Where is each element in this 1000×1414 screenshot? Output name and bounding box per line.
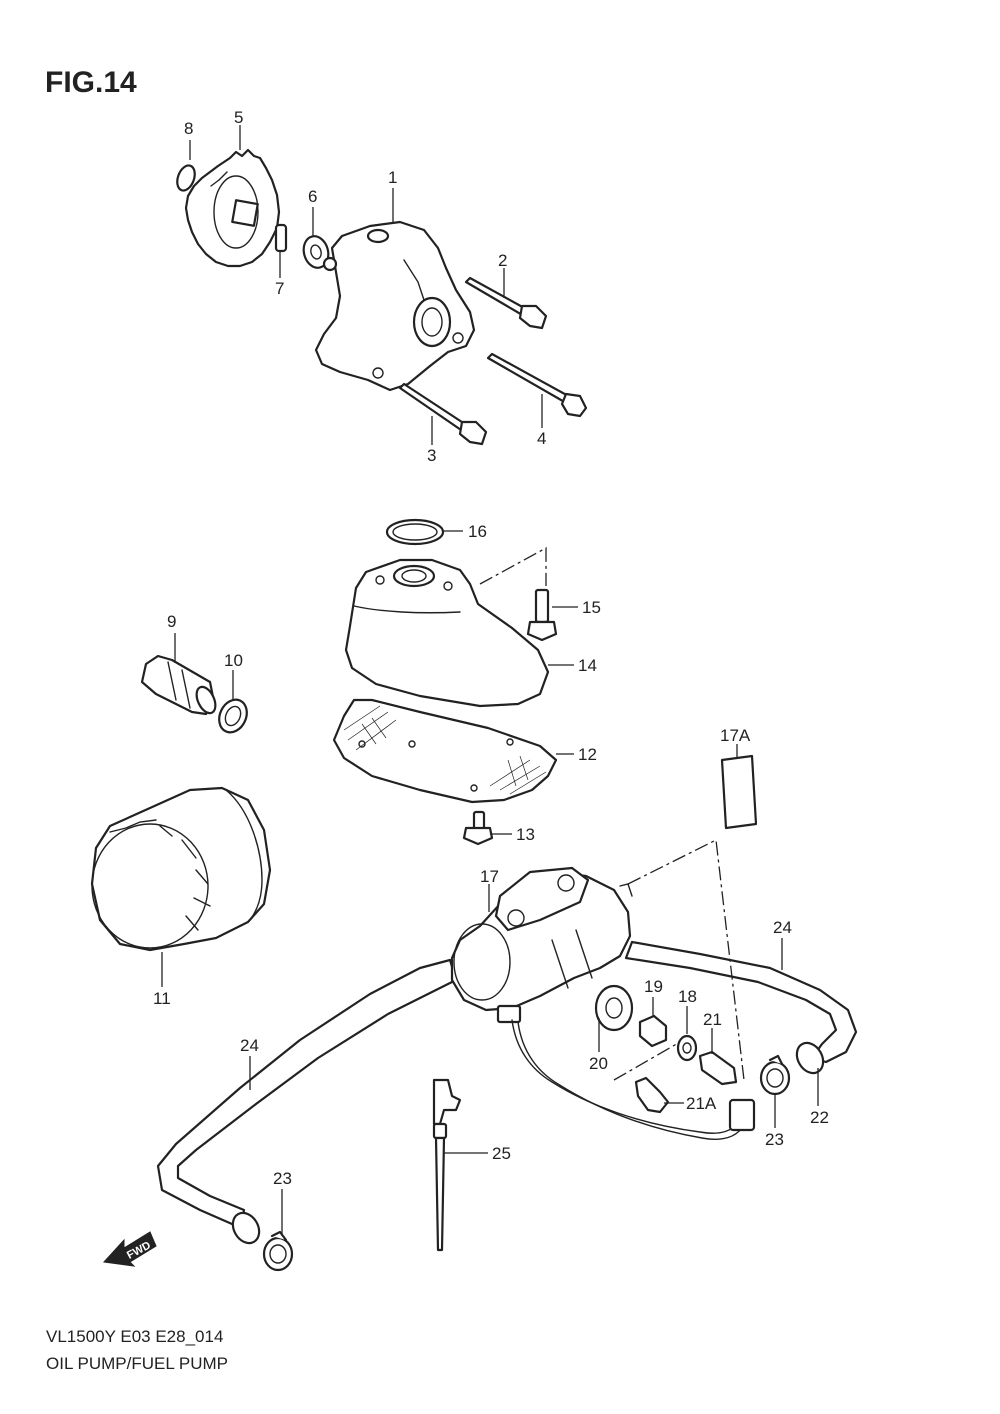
callout-23-left: 23 <box>273 1169 292 1188</box>
part-5-gear <box>184 148 281 268</box>
part-16-o-ring <box>385 518 445 546</box>
part-20-cushion <box>594 984 634 1032</box>
callout-12: 12 <box>578 745 597 764</box>
part-7-pin <box>274 223 288 253</box>
fwd-arrow-icon: FWD <box>102 1231 157 1267</box>
callout-24-right: 24 <box>773 918 792 937</box>
part-6-washer <box>302 235 330 269</box>
figure-caption: OIL PUMP/FUEL PUMP <box>46 1354 228 1373</box>
part-17a-pad <box>720 754 758 830</box>
part-21a-bolt <box>634 1076 670 1114</box>
part-23-clamp-left <box>262 1230 294 1272</box>
callout-7: 7 <box>275 279 284 298</box>
callout-16: 16 <box>468 522 487 541</box>
alignment-line-15 <box>479 546 547 586</box>
part-21-bolt <box>698 1050 738 1086</box>
model-code: VL1500Y E03 E28_014 <box>46 1327 223 1346</box>
part-12-oil-strainer <box>332 698 558 804</box>
callout-14: 14 <box>578 656 597 675</box>
alignment-line-17a <box>627 839 745 1081</box>
part-13-bolt <box>462 810 494 846</box>
part-8-circlip <box>176 164 196 192</box>
callout-23-right: 23 <box>765 1130 784 1149</box>
part-24-fuel-hose-left <box>156 958 458 1245</box>
callout-13: 13 <box>516 825 535 844</box>
part-18-washer <box>676 1034 698 1062</box>
callout-20: 20 <box>589 1054 608 1073</box>
callout-1: 1 <box>388 168 397 187</box>
callout-3: 3 <box>427 446 436 465</box>
figure-title: FIG.14 <box>45 66 137 99</box>
part-24-fuel-hose-right <box>624 940 858 1075</box>
callout-4: 4 <box>537 429 546 448</box>
callout-21a: 21A <box>686 1094 717 1113</box>
fwd-label: FWD <box>125 1239 153 1261</box>
callout-24-left: 24 <box>240 1036 259 1055</box>
part-17-fuel-pump <box>450 866 633 1024</box>
part-4-bolt <box>486 352 588 418</box>
callout-19: 19 <box>644 977 663 996</box>
callout-25: 25 <box>492 1144 511 1163</box>
callout-21: 21 <box>703 1010 722 1029</box>
callout-18: 18 <box>678 987 697 1006</box>
callout-8: 8 <box>184 119 193 138</box>
callout-15: 15 <box>582 598 601 617</box>
callout-17: 17 <box>480 867 499 886</box>
part-3-bolt <box>398 382 488 446</box>
callout-5: 5 <box>234 108 243 127</box>
part-19-collar <box>638 1014 668 1048</box>
callout-6: 6 <box>308 187 317 206</box>
part-2-bolt <box>464 276 548 330</box>
callout-17a: 17A <box>720 726 751 745</box>
part-23-clamp-right <box>759 1054 791 1096</box>
callout-10: 10 <box>224 651 243 670</box>
callout-9: 9 <box>167 612 176 631</box>
part-14-strainer-cover <box>344 558 550 708</box>
callout-2: 2 <box>498 251 507 270</box>
part-9-oil-pressure-switch <box>140 654 217 716</box>
callout-11: 11 <box>153 989 171 1008</box>
alignment-line-21a <box>613 1041 681 1081</box>
part-1-oil-pump-body <box>314 220 476 392</box>
part-11-oil-filter <box>90 786 272 952</box>
callout-22: 22 <box>810 1108 829 1127</box>
part-25-cable-tie <box>432 1078 462 1252</box>
part-wiring-harness <box>511 1019 756 1140</box>
part-15-bolt <box>526 588 558 642</box>
part-10-washer <box>218 698 248 734</box>
